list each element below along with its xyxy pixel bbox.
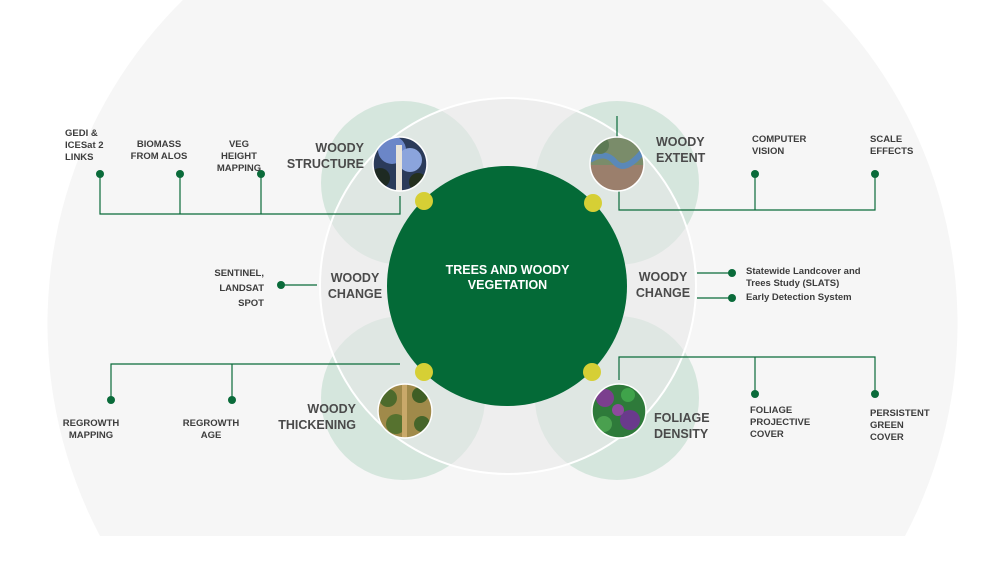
dot-gedi xyxy=(96,170,104,178)
topic-persistent-green: PERSISTENT GREEN COVER xyxy=(870,408,930,443)
dot-foliage-projective xyxy=(751,390,759,398)
dot-persistent-green xyxy=(871,390,879,398)
topic-foliage-projective: FOLIAGE PROJECTIVE COVER xyxy=(750,405,811,440)
topic-veg-height: VEG HEIGHT MAPPING xyxy=(216,139,262,174)
topic-computer-vision: COMPUTER VISION xyxy=(752,134,807,157)
connector-lines xyxy=(99,116,876,400)
theme-foliage-density: FOLIAGE DENSITY xyxy=(654,411,710,441)
dot-slats xyxy=(728,269,736,277)
endpoint-dots xyxy=(96,170,879,404)
dot-scale-effects xyxy=(871,170,879,178)
topic-biomass-alos: BIOMASS FROM ALOS xyxy=(130,139,188,162)
topic-slats: Statewide Landcover and Trees Study (SLA… xyxy=(746,266,861,289)
theme-woody-change-left: WOODY CHANGE xyxy=(327,271,383,301)
topic-gedi-icesat: GEDI & ICESat 2 LINKS xyxy=(65,128,104,163)
topic-early-detection: Early Detection System xyxy=(746,292,852,303)
node-thickening xyxy=(415,363,433,381)
theme-woody-extent: WOODY EXTENT xyxy=(656,135,706,165)
yellow-nodes xyxy=(415,192,602,381)
dot-sentinel xyxy=(277,281,285,289)
theme-woody-thickening: WOODY THICKENING xyxy=(278,402,356,432)
node-extent xyxy=(584,194,602,212)
dot-biomass xyxy=(176,170,184,178)
topic-sentinel-landsat-spot: SENTINEL, LANDSAT SPOT xyxy=(214,268,264,309)
node-density xyxy=(583,363,601,381)
center-title: TREES AND WOODY VEGETATION xyxy=(445,263,570,292)
topic-regrowth-age: REGROWTH AGE xyxy=(182,418,240,441)
node-structure xyxy=(415,192,433,210)
theme-woody-structure: WOODY STRUCTURE xyxy=(286,141,364,171)
dot-veg-height xyxy=(257,170,265,178)
theme-woody-change-right: WOODY CHANGE xyxy=(635,270,691,300)
dot-regrowth-age xyxy=(228,396,236,404)
dot-computer-vision xyxy=(751,170,759,178)
topic-regrowth-mapping: REGROWTH MAPPING xyxy=(62,418,120,441)
dot-regrowth-mapping xyxy=(107,396,115,404)
topic-scale-effects: SCALE EFFECTS xyxy=(870,134,914,157)
center-circle xyxy=(387,166,627,406)
dot-early-detection xyxy=(728,294,736,302)
satellite-vegetation-photo xyxy=(592,384,646,438)
forest-canopy-photo xyxy=(373,137,427,191)
